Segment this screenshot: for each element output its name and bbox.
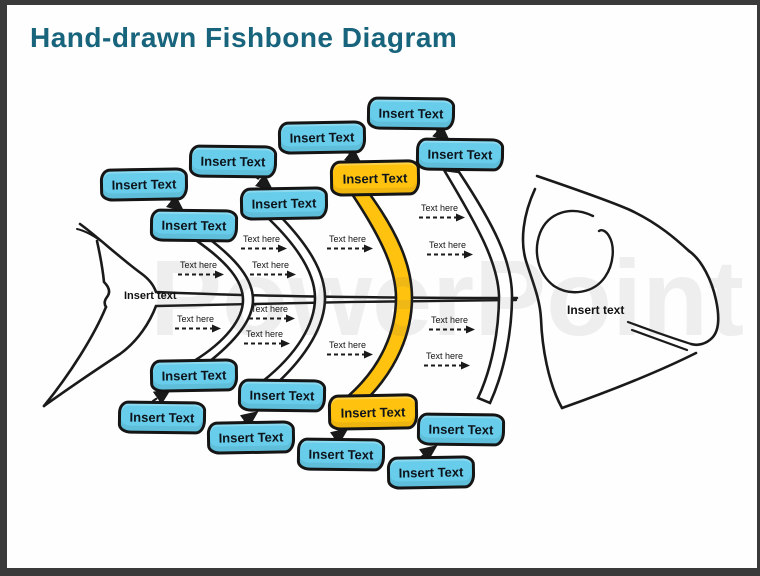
page-title: Hand-drawn Fishbone Diagram — [30, 22, 458, 53]
dashed-arrow-icon — [244, 339, 290, 348]
fish-tail-lower — [42, 305, 108, 408]
fish-head-nose — [687, 249, 720, 347]
text-here-label[interactable]: Text here — [249, 304, 305, 323]
fish-tail-fork — [76, 228, 102, 242]
text-here-label[interactable]: Text here — [250, 260, 306, 279]
dashed-arrow-icon — [249, 314, 295, 323]
insert-text-box[interactable]: Insert Text — [366, 96, 456, 131]
insert-text-box-highlighted[interactable]: Insert Text — [327, 393, 419, 431]
insert-text-box[interactable]: Insert Text — [237, 378, 327, 413]
insert-text-box[interactable]: Insert Text — [99, 167, 189, 202]
fish-eye — [535, 209, 614, 294]
text-here-label[interactable]: Text here — [241, 234, 297, 253]
text-here-label[interactable]: Text here — [244, 329, 300, 348]
fish-tail-bottom — [42, 304, 158, 408]
tail-label[interactable]: Insert text — [124, 290, 177, 302]
insert-text-box[interactable]: Insert Text — [277, 120, 367, 155]
dashed-arrow-icon — [424, 361, 470, 370]
text-here-label[interactable]: Text here — [429, 315, 485, 334]
dashed-arrow-icon — [175, 324, 221, 333]
fish-jaw — [560, 351, 698, 410]
dashed-arrow-icon — [178, 270, 224, 279]
fish-spine-lower — [155, 298, 518, 308]
insert-text-box[interactable]: Insert Text — [296, 437, 386, 472]
insert-text-box[interactable]: Insert Text — [117, 400, 207, 435]
text-here-label[interactable]: Text here — [424, 351, 480, 370]
dashed-arrow-icon — [327, 350, 373, 359]
fish-tail-edge — [95, 239, 111, 309]
dashed-arrow-icon — [427, 250, 473, 259]
fish-mouth-upper — [626, 320, 693, 346]
head-label[interactable]: Insert text — [567, 303, 625, 317]
text-here-label[interactable]: Text here — [427, 240, 483, 259]
insert-text-box[interactable]: Insert Text — [415, 137, 505, 172]
text-here-label[interactable]: Text here — [419, 203, 475, 222]
insert-text-box[interactable]: Insert Text — [386, 455, 476, 490]
rib-bone-4 — [441, 168, 514, 405]
dashed-arrow-icon — [327, 244, 373, 253]
insert-text-box[interactable]: Insert Text — [149, 358, 239, 393]
dashed-arrow-icon — [429, 325, 475, 334]
fish-head-top — [535, 174, 691, 253]
fish-gill — [521, 187, 564, 410]
fish-spine-upper — [154, 290, 519, 300]
text-here-label[interactable]: Text here — [327, 340, 383, 359]
text-here-label[interactable]: Text here — [178, 260, 234, 279]
insert-text-box-highlighted[interactable]: Insert Text — [329, 159, 421, 197]
insert-text-box[interactable]: Insert Text — [239, 186, 329, 221]
insert-text-box[interactable]: Insert Text — [149, 208, 239, 243]
text-here-label[interactable]: Text here — [175, 314, 231, 333]
insert-text-box[interactable]: Insert Text — [416, 412, 506, 447]
dashed-arrow-icon — [250, 270, 296, 279]
insert-text-box[interactable]: Insert Text — [188, 144, 278, 179]
dashed-arrow-icon — [241, 244, 287, 253]
insert-text-box[interactable]: Insert Text — [206, 420, 296, 455]
dashed-arrow-icon — [419, 213, 465, 222]
text-here-label[interactable]: Text here — [327, 234, 383, 253]
fish-mouth-lower — [630, 328, 689, 352]
